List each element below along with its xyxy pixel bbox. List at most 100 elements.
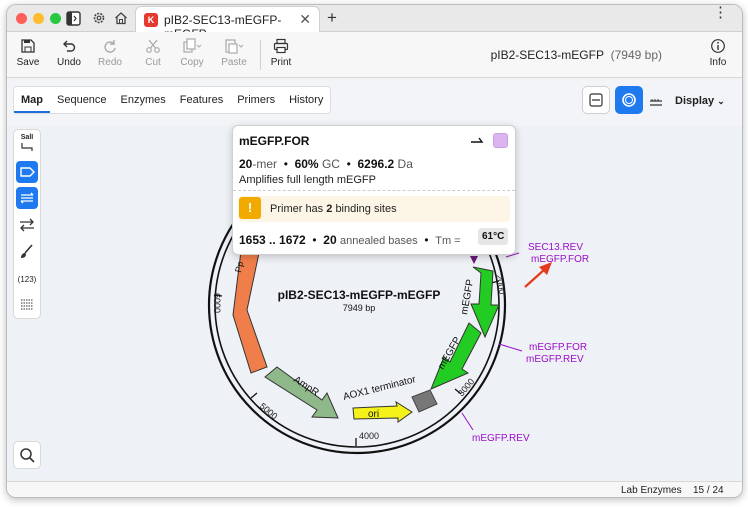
sidebar-toggle-icon[interactable]: [66, 11, 81, 31]
numbering-tool[interactable]: (123): [16, 269, 38, 291]
gear-icon[interactable]: [92, 11, 106, 30]
primer-icon: [20, 192, 34, 204]
primer-description: Amplifies full length mEGFP: [239, 174, 376, 186]
map-length: 7949 bp: [343, 303, 376, 313]
paint-tool[interactable]: [16, 241, 38, 263]
toolbar-divider: [260, 40, 261, 70]
feature-tool[interactable]: [16, 161, 38, 183]
tab-features[interactable]: Features: [179, 94, 224, 106]
feature-label-AOX1-terminator: AOX1 terminator: [342, 374, 418, 403]
tab-sequence[interactable]: Sequence: [57, 94, 107, 106]
plasmid-map: 2000 3000 4000 5000 6000 mEGFP mEGFP Pp …: [207, 155, 589, 455]
linear-view-button[interactable]: [582, 86, 610, 114]
app-logo-icon: K: [144, 13, 158, 27]
feature-AOX1-terminator[interactable]: [411, 389, 438, 413]
feature-mEGFP-1[interactable]: [470, 266, 500, 339]
circular-map-icon: [622, 93, 636, 107]
primer-tool[interactable]: [16, 187, 38, 209]
tab-enzymes[interactable]: Enzymes: [120, 94, 166, 106]
tick-label-2000: 2000: [494, 274, 507, 295]
enzyme-set-label[interactable]: Lab Enzymes: [621, 485, 682, 496]
primer-label-SEC13-REV[interactable]: SEC13.REV: [528, 242, 583, 253]
display-menu[interactable]: Display ⌄: [675, 95, 725, 107]
cut-label: Cut: [145, 57, 161, 68]
cut-site-icon: [21, 143, 33, 151]
gc-value: 60%: [294, 157, 319, 171]
binding-sites-warning: ! Primer has 2 binding sites: [238, 196, 510, 222]
search-icon: [20, 448, 35, 463]
binding-range: 1653 .. 1672: [239, 233, 306, 247]
copy-button[interactable]: Copy: [173, 36, 211, 68]
feature-mEGFP-2[interactable]: [430, 322, 482, 390]
warning-count: 2: [326, 203, 333, 215]
close-tab-icon[interactable]: ✕: [299, 11, 311, 27]
annotation-arrow: [524, 268, 546, 288]
primer-label-mEGFP-REV-2[interactable]: mEGFP.REV: [472, 433, 530, 444]
primer-site-marker: [470, 256, 478, 264]
tab-primers[interactable]: Primers: [237, 94, 276, 106]
info-button[interactable]: Info: [699, 36, 737, 68]
circular-view-button[interactable]: [615, 86, 643, 114]
display-label: Display: [675, 95, 715, 107]
primer-direction-icon: [470, 135, 484, 147]
restriction-site-tool[interactable]: SalI: [16, 134, 38, 156]
paste-label: Paste: [221, 57, 247, 68]
view-tab-strip: Map Sequence Enzymes Features Primers Hi…: [7, 78, 742, 126]
sequence-view-icon[interactable]: [649, 95, 663, 113]
enzyme-count: 15 / 24: [693, 485, 724, 496]
undo-icon: [63, 40, 76, 52]
sequence-grid-tool[interactable]: [16, 294, 38, 316]
sall-label: SalI: [20, 134, 34, 141]
gc-suffix: GC: [321, 157, 340, 171]
count-label: (123): [17, 275, 37, 284]
warning-icon: !: [239, 197, 261, 219]
zoom-window-button[interactable]: [50, 13, 61, 24]
orf-tool[interactable]: [16, 214, 38, 236]
mer-suffix: -mer: [252, 157, 278, 171]
new-tab-icon[interactable]: +: [327, 8, 337, 27]
minimize-window-button[interactable]: [33, 13, 44, 24]
save-icon: [21, 39, 35, 53]
app-window: K pIB2-SEC13-mEGFP-mEGFP ✕ + ⋮ Save Undo…: [6, 4, 743, 498]
print-label: Print: [270, 57, 292, 68]
redo-label: Redo: [98, 57, 122, 68]
status-bar: Lab Enzymes 15 / 24: [7, 481, 742, 497]
popup-divider: [233, 190, 515, 191]
close-window-button[interactable]: [16, 13, 27, 24]
tab-history[interactable]: History: [289, 94, 324, 106]
cut-button[interactable]: Cut: [134, 36, 172, 68]
annealed-value: 20: [323, 233, 337, 247]
search-button[interactable]: [13, 441, 41, 469]
primer-color-swatch[interactable]: [493, 133, 508, 148]
primer-leader-line: [505, 252, 520, 258]
swap-arrows-icon: [20, 218, 34, 232]
primer-label-mEGFP-FOR[interactable]: mEGFP.FOR: [531, 254, 589, 265]
paste-button[interactable]: Paste: [215, 36, 253, 68]
feature-ori[interactable]: [352, 400, 413, 423]
copy-icon: [183, 38, 202, 53]
more-menu-icon[interactable]: ⋮: [713, 4, 728, 21]
redo-icon: [104, 40, 116, 53]
title-bar: K pIB2-SEC13-mEGFP-mEGFP ✕ + ⋮: [7, 4, 742, 41]
warning-prefix: Primer has: [270, 203, 324, 215]
redo-button[interactable]: Redo: [91, 36, 129, 68]
home-icon[interactable]: [114, 11, 128, 30]
tm-label: Tm =: [435, 235, 461, 247]
tab-map[interactable]: Map: [14, 87, 50, 113]
primer-label-mEGFP-REV[interactable]: mEGFP.REV: [526, 354, 584, 365]
tag-icon: [20, 167, 35, 177]
document-tab[interactable]: K pIB2-SEC13-mEGFP-mEGFP ✕: [135, 6, 320, 41]
annealed-suffix: annealed bases: [339, 235, 418, 247]
copy-label: Copy: [180, 57, 204, 68]
brush-icon: [21, 244, 33, 258]
tick-label-6000: 6000: [212, 293, 222, 313]
grid-lines-icon: [21, 299, 33, 310]
save-button[interactable]: Save: [9, 36, 47, 68]
print-button[interactable]: Print: [262, 36, 300, 68]
linear-map-icon: [589, 93, 603, 107]
feature-AmpR[interactable]: [264, 366, 339, 419]
annotation-arrow-head: [539, 262, 552, 275]
document-size: (7949 bp): [610, 48, 662, 62]
primer-label-mEGFP-FOR-2[interactable]: mEGFP.FOR: [529, 342, 587, 353]
undo-button[interactable]: Undo: [50, 36, 88, 68]
